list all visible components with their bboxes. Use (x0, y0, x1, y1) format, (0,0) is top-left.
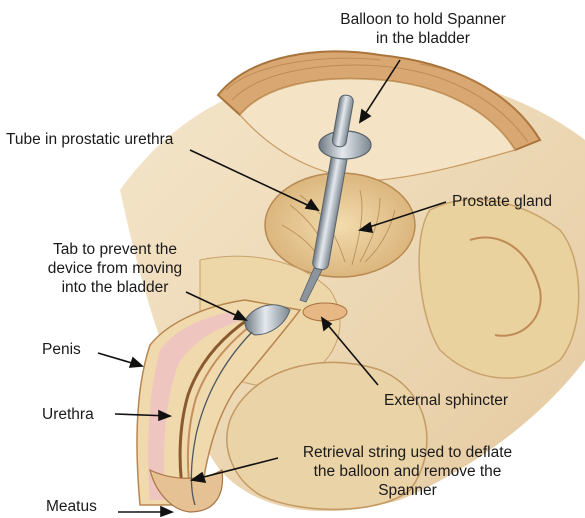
label-meatus: Meatus (46, 497, 97, 516)
label-tab-line1: Tab to prevent the (22, 240, 208, 259)
label-tab-line3: into the bladder (22, 278, 208, 297)
label-tab-line2: device from moving (22, 259, 208, 278)
label-prostate: Prostate gland (452, 192, 552, 211)
label-tube: Tube in prostatic urethra (6, 130, 173, 149)
label-balloon-line1: Balloon to hold Spanner (318, 10, 528, 29)
label-balloon-line2: in the bladder (318, 29, 528, 48)
label-retrieval-line3: Spanner (275, 481, 540, 500)
external-sphincter (303, 303, 347, 321)
label-urethra: Urethra (42, 405, 94, 424)
label-tab: Tab to prevent the device from moving in… (22, 240, 208, 297)
label-retrieval: Retrieval string used to deflate the bal… (275, 443, 540, 500)
label-sphincter: External sphincter (384, 391, 508, 410)
pelvic-bone (419, 200, 579, 379)
label-balloon: Balloon to hold Spanner in the bladder (318, 10, 528, 48)
label-retrieval-line1: Retrieval string used to deflate (275, 443, 540, 462)
label-penis: Penis (42, 340, 81, 359)
label-retrieval-line2: the balloon and remove the (275, 462, 540, 481)
